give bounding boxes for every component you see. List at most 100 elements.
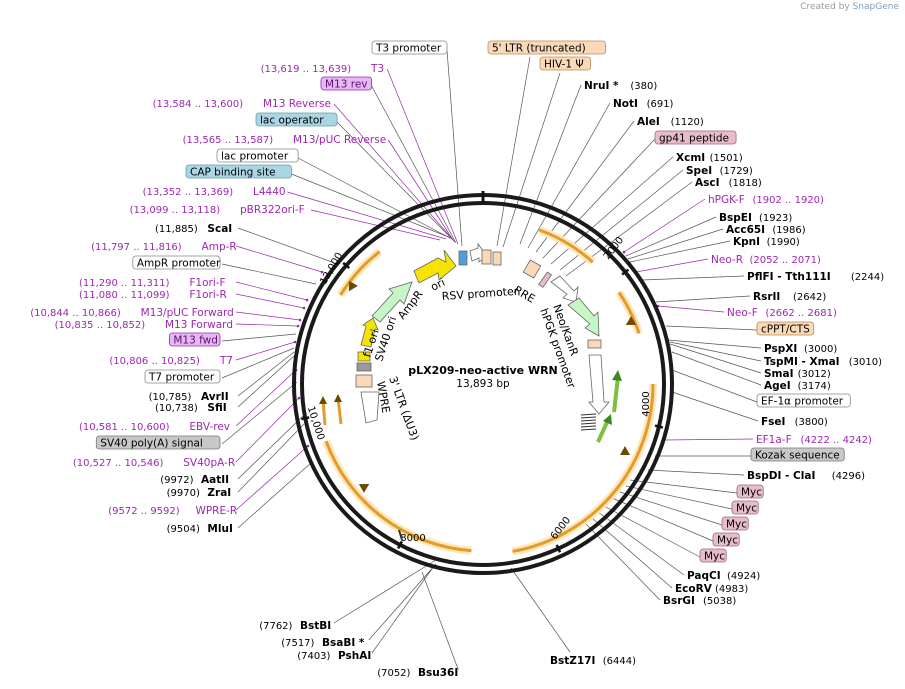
right-label-15-text: cPPT/CTS (761, 324, 810, 336)
right-label-9-pos: (1986) (772, 225, 805, 236)
connector-line (657, 305, 725, 313)
connector-line (333, 103, 456, 243)
green-arrow-upper-head (612, 370, 622, 381)
ruler-tick-label: 8000 (400, 533, 425, 544)
connector-line (663, 438, 754, 441)
connector-line (237, 415, 304, 480)
rre-box (522, 259, 542, 279)
left-label-9: T7 promoter (144, 369, 221, 384)
plasmid-name: pLX209-neo-active WRN (408, 364, 558, 377)
right-label-16-name: PspXI (764, 343, 797, 355)
ampr-arrow (371, 281, 413, 323)
right-label-11-pos: (2052 .. 2071) (749, 255, 821, 266)
connector-line (619, 491, 723, 526)
right-label-18-name: SmaI (764, 368, 794, 380)
arc-wpre-glow (322, 439, 472, 555)
left-label-3-pos: (11,290 .. 11,311) (79, 278, 170, 289)
green-arrow-lower (596, 419, 610, 443)
top-label-0: T3 promoter (371, 40, 448, 55)
top-label-6: lac promoter (216, 148, 299, 163)
right-label-26: Myc (731, 500, 759, 515)
left-label-1-pos: (11,797 .. 11,816) (91, 242, 182, 253)
f1-ori-arrow (360, 317, 379, 348)
connector-line (446, 49, 463, 247)
connector-line (667, 339, 762, 349)
bottom-label-4-name: BstZ17I (550, 655, 595, 667)
primer-dot (320, 270, 324, 274)
left-label-3-name: F1ori-F (189, 277, 225, 289)
right-label-4-name: XcmI (676, 152, 705, 164)
top-label-8-range: (13,352 .. 13,369) (143, 187, 234, 198)
connector-line (221, 347, 295, 379)
left-label-17-pos: (9572 .. 9592) (108, 506, 180, 517)
connector-line (671, 369, 758, 403)
orange-arc-head (349, 280, 358, 292)
bsrgi-mark (398, 529, 403, 541)
right-label-21-pos: (3800) (795, 417, 828, 428)
right-label-13-name: RsrII (753, 291, 780, 303)
right-label-29-box (699, 548, 727, 563)
left-label-7-text: M13 fwd (173, 335, 218, 347)
left-label-5-name: M13/pUC Forward (141, 307, 234, 319)
right-label-32-pos: (5038) (703, 596, 736, 607)
top-label-2-text: M13 rev (325, 79, 368, 91)
right-label-31-pos: (4983) (715, 584, 748, 595)
orange-small-arrow-head (334, 394, 342, 402)
left-label-16-name: ZraI (207, 487, 231, 499)
left-label-8-pos: (10,806 .. 10,825) (109, 356, 200, 367)
plasmid-size: 13,893 bp (456, 378, 510, 390)
ori-label: ori (429, 276, 448, 294)
right-label-27: Myc (721, 516, 749, 531)
connector-line (623, 198, 706, 253)
right-label-6-pos: (1818) (729, 178, 762, 189)
connector-line (625, 216, 717, 257)
orange-small-arrow-head (319, 396, 327, 404)
right-label-32-name: BsrGI (663, 595, 695, 607)
rsv-promoter-label: RSV promoter (441, 285, 519, 303)
top-label-7: CAP binding site (185, 164, 292, 179)
connector-line (629, 479, 738, 494)
connector-line (221, 263, 317, 285)
top-label-4-box (255, 112, 338, 127)
rre-label: RRE (512, 283, 538, 305)
connector-line (235, 311, 301, 321)
left-label-14-pos: (10,527 .. 10,546) (73, 458, 164, 469)
right-label-25-box (736, 484, 764, 499)
connector-line (297, 157, 453, 240)
top-label-6-text: lac promoter (221, 151, 289, 163)
left-label-12-name: EBV-rev (189, 421, 230, 433)
top-label-3-name: M13 Reverse (263, 98, 331, 110)
right-label-31-name: EcoRV (675, 583, 713, 595)
connector-line (336, 121, 455, 242)
top-label-5-name: M13/pUC Reverse (293, 134, 386, 146)
right-label-10-name: KpnI (733, 236, 760, 248)
five-ltr-label-text: 5' LTR (truncated) (492, 43, 586, 55)
primer-dot (298, 318, 302, 322)
connector-line (287, 191, 447, 240)
right-label-30-pos: (4924) (727, 571, 760, 582)
left-label-15-pos: (9972) (160, 475, 193, 486)
top-label-0-text: T3 promoter (375, 43, 442, 55)
left-label-18-pos: (9504) (167, 524, 200, 535)
right-label-19-pos: (3174) (798, 381, 831, 392)
connector-line (237, 351, 295, 397)
right-label-19-name: AgeI (764, 380, 791, 392)
connector-line (237, 355, 295, 408)
right-label-26-text: Myc (736, 503, 757, 515)
right-label-22-name: EF1a-F (756, 434, 792, 446)
orange-arc-head (358, 483, 370, 493)
wpre-arrow (360, 391, 380, 424)
connector-line (629, 240, 731, 263)
top-label-3-range: (13,584 .. 13,600) (153, 99, 244, 110)
right-label-3-box (654, 130, 737, 145)
right-label-24-pos: (4296) (832, 471, 865, 482)
right-label-17-pos: (3010) (849, 357, 882, 368)
right-label-14-name: Neo-F (727, 307, 758, 319)
right-label-15: cPPT/CTS (756, 321, 815, 336)
left-label-10-name: AvrII (201, 391, 229, 403)
right-label-21-name: FseI (761, 416, 785, 428)
left-label-13-box (95, 435, 221, 450)
primer-dot (293, 340, 297, 344)
primer-dot (306, 444, 310, 448)
